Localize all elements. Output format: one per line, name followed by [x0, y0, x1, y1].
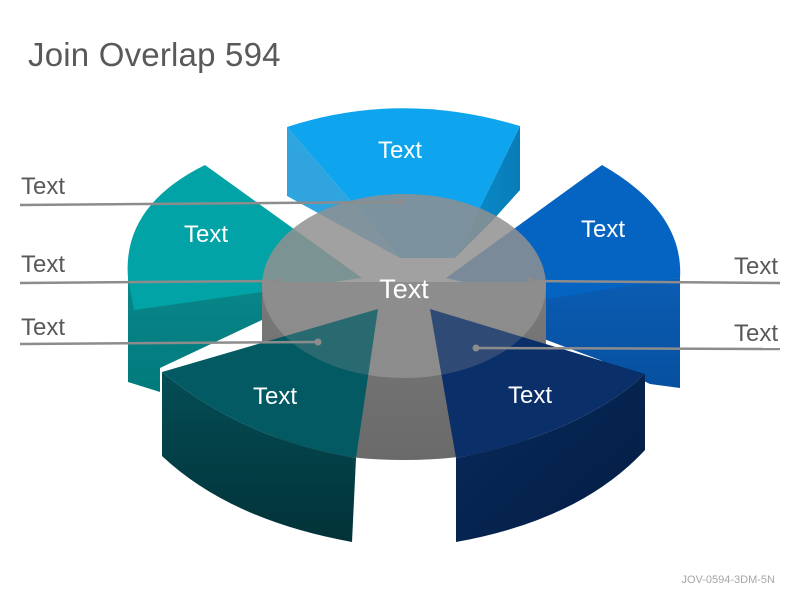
callout-label-left-2: Text	[21, 251, 65, 278]
page-title: Join Overlap 594	[28, 36, 281, 73]
callout-label-left-1: Text	[21, 173, 65, 200]
callout-dot-left-3	[314, 338, 322, 346]
callout-line-left-2	[19, 279, 279, 285]
callout-dot-left-1	[396, 198, 404, 206]
segment-lower-left-label: Text	[253, 383, 297, 410]
segment-top-label: Text	[378, 137, 422, 164]
center-overlap-tint	[262, 194, 546, 378]
segment-lower-left-side	[162, 372, 356, 542]
callout-dot-right-2	[472, 344, 480, 352]
segment-upper-right-label: Text	[581, 216, 625, 243]
callout-label-left-3: Text	[21, 314, 65, 341]
segment-lower-right-side	[456, 374, 645, 542]
segment-lower-right	[430, 309, 645, 542]
footer-code: JOV-0594-3DM-5N	[681, 574, 775, 586]
callout-line-left-1	[19, 200, 401, 207]
segment-upper-right-side	[520, 278, 680, 388]
segment-upper-left-side	[128, 278, 262, 392]
segment-upper-left-label: Text	[184, 221, 228, 248]
callout-label-right-1: Text	[734, 253, 778, 280]
callout-line-right-1	[529, 279, 781, 285]
callout-dot-right-1	[526, 277, 534, 285]
callout-dot-left-2	[274, 277, 282, 285]
segment-lower-right-face	[430, 309, 645, 458]
segment-lower-left-face	[162, 309, 378, 458]
callout-line-right-2	[475, 346, 781, 351]
segment-lower-left	[162, 309, 378, 542]
segment-lower-right-label: Text	[508, 382, 552, 409]
callout-line-left-3	[19, 340, 319, 346]
callout-label-right-2: Text	[734, 320, 778, 347]
callout-lines	[19, 198, 781, 352]
center-label: Text	[379, 274, 429, 304]
